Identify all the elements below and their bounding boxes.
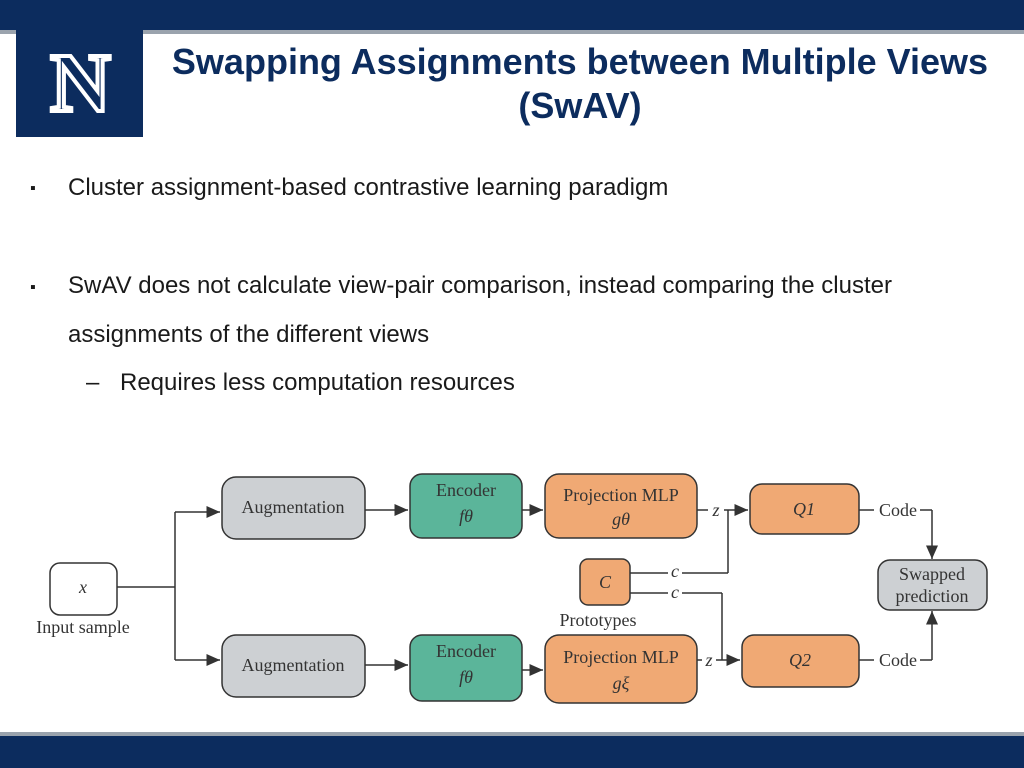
- augmentation-top-label: Augmentation: [242, 497, 345, 517]
- z-top-label: z: [711, 500, 719, 520]
- projection-bottom-label: Projection MLP: [563, 647, 679, 667]
- input-label: Input sample: [36, 617, 129, 637]
- bullet-1: Cluster assignment-based contrastive lea…: [68, 174, 669, 201]
- encoder-bottom-label: Encoder: [436, 641, 496, 661]
- top-bar: [0, 0, 1024, 34]
- q1-box: [749, 483, 860, 535]
- projection-top-func: gθ: [612, 509, 630, 529]
- prototypes-label: Prototypes: [559, 610, 636, 630]
- bullet-marker: ▪: [30, 279, 36, 296]
- top-bar-rule: [0, 30, 1024, 34]
- c-top-label: c: [671, 561, 679, 581]
- university-logo: N: [16, 30, 143, 137]
- swapped-line-2: prediction: [896, 586, 969, 606]
- code-top-label: Code: [879, 500, 917, 520]
- q2-box: [741, 634, 860, 688]
- projection-top-label: Projection MLP: [563, 485, 679, 505]
- input-box: [49, 562, 118, 616]
- bullet-marker: ▪: [30, 180, 36, 197]
- swapped-prediction-box: [877, 559, 988, 611]
- augmentation-bottom-box: [221, 634, 366, 698]
- sub-bullet: Requires less computation resources: [120, 369, 515, 396]
- logo-letter: N: [48, 36, 113, 130]
- swapped-line-1: Swapped: [899, 564, 965, 584]
- bottom-bar-rule: [0, 732, 1024, 736]
- slide-title: Swapping Assignments between Multiple Vi…: [171, 41, 989, 126]
- encoder-bottom-func: fθ: [459, 667, 473, 687]
- bottom-bar: [0, 732, 1024, 768]
- encoder-top-box: [409, 473, 523, 539]
- c-bottom-label: c: [671, 582, 679, 602]
- projection-bottom-box: [544, 634, 698, 704]
- prototypes-symbol: C: [599, 572, 612, 592]
- swav-diagram: x Input sample Augmentation Augmentation…: [36, 473, 988, 704]
- encoder-top-label: Encoder: [436, 480, 496, 500]
- q2-label: Q2: [789, 650, 811, 670]
- code-bottom-label: Code: [879, 650, 917, 670]
- augmentation-top-box: [221, 476, 366, 540]
- augmentation-bottom-label: Augmentation: [242, 655, 345, 675]
- diagram-connectors: [117, 504, 938, 676]
- sub-bullet-marker: –: [86, 369, 100, 396]
- encoder-bottom-box: [409, 634, 523, 702]
- q1-label: Q1: [793, 499, 815, 519]
- projection-bottom-func: gξ: [613, 673, 630, 693]
- encoder-top-func: fθ: [459, 506, 473, 526]
- prototypes-box: [579, 558, 631, 606]
- input-symbol: x: [78, 577, 87, 597]
- z-bottom-label: z: [704, 650, 712, 670]
- bullet-2-line-1: SwAV does not calculate view-pair compar…: [68, 272, 892, 299]
- bullet-2-line-2: assignments of the different views: [68, 321, 430, 348]
- projection-top-box: [544, 473, 698, 539]
